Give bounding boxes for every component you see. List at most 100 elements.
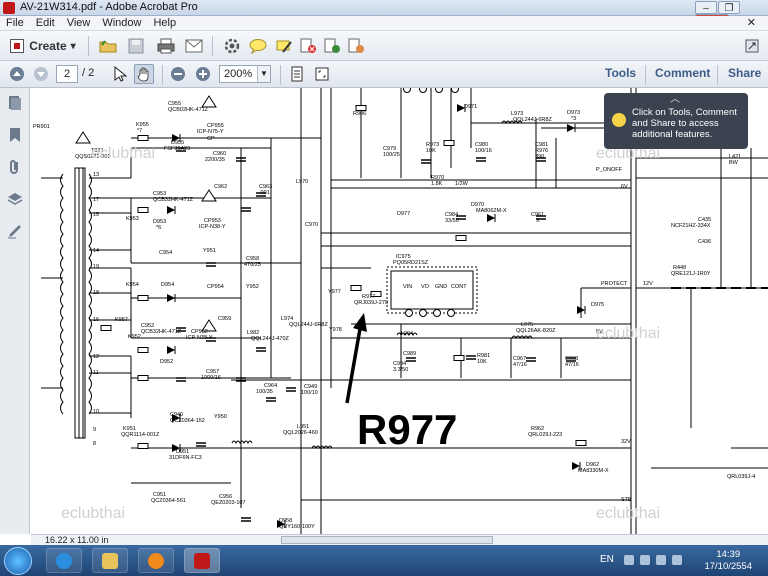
taskbar-media[interactable]: [138, 548, 174, 573]
schematic-label: C962: [214, 184, 227, 190]
inductor-symbol: [511, 335, 533, 340]
diode-symbol: [167, 346, 175, 354]
save-button[interactable]: [126, 36, 146, 56]
stamp-button[interactable]: [346, 36, 366, 56]
delete-button[interactable]: [298, 36, 318, 56]
menu-edit[interactable]: Edit: [35, 17, 55, 29]
previous-page-button[interactable]: [7, 64, 27, 84]
menu-view[interactable]: View: [66, 17, 91, 29]
diode-symbol: [167, 294, 175, 302]
print-button[interactable]: [156, 36, 176, 56]
schematic-label: D958: [279, 518, 292, 524]
schematic-label: C994: [393, 361, 406, 367]
help-icon[interactable]: [624, 555, 634, 565]
schematic-label: D973: [567, 110, 580, 116]
diode-symbol: [172, 444, 180, 452]
schematic-label: ICP-N75-Y: [197, 129, 224, 135]
schematic-label: K953: [126, 216, 139, 222]
cursor-arrow-icon: [114, 66, 127, 82]
zoom-out-button[interactable]: [168, 64, 188, 84]
full-screen-button[interactable]: [312, 64, 332, 84]
schematic-label: R906: [353, 111, 366, 117]
schematic-label: Y952: [246, 284, 259, 290]
expand-view-button[interactable]: [742, 36, 762, 56]
comment-pane-link[interactable]: Comment: [655, 66, 711, 80]
schematic-label: CP954: [207, 284, 224, 290]
volume-icon[interactable]: [672, 555, 682, 565]
schematic-label: R981: [477, 353, 490, 359]
document-stamp-icon: [348, 38, 364, 53]
language-indicator[interactable]: EN: [600, 554, 614, 565]
schematic-label: D952: [160, 359, 173, 365]
diode-symbol: [172, 414, 180, 422]
watermark: eclubthai: [91, 145, 155, 162]
schematic-label: D962: [586, 462, 599, 468]
menu-help[interactable]: Help: [153, 17, 177, 29]
taskbar-ie[interactable]: [46, 548, 82, 573]
chevron-up-icon[interactable]: ︿: [670, 94, 680, 105]
signatures-button[interactable]: [6, 222, 24, 240]
open-folder-button[interactable]: [98, 36, 118, 56]
schematic-label: X: [536, 218, 540, 224]
zoom-in-button[interactable]: [193, 64, 213, 84]
taskbar-explorer[interactable]: [92, 548, 128, 573]
bookmarks-button[interactable]: [6, 126, 24, 144]
schematic-label: C968: [565, 356, 578, 362]
tools-pane-link[interactable]: Tools: [605, 66, 637, 80]
schematic-label: Y977: [328, 289, 341, 295]
select-tool-button[interactable]: [110, 64, 130, 84]
schematic-label: R970: [431, 175, 444, 181]
schematic-label: C958: [246, 256, 259, 262]
schematic-label: C951: [153, 492, 166, 498]
comment-button[interactable]: [248, 36, 268, 56]
restore-button[interactable]: ❐: [718, 1, 740, 14]
schematic-label: *7: [137, 128, 142, 134]
pin-symbol: [451, 88, 459, 93]
menu-window[interactable]: Window: [102, 17, 142, 29]
navigation-toolbar: [0, 61, 768, 88]
schematic-label: K951: [123, 426, 136, 432]
tooltip-text: Click on Tools, Comment and Share to acc…: [632, 107, 737, 140]
next-page-button[interactable]: [31, 64, 51, 84]
toolbar-divider: [645, 65, 646, 85]
attachments-button[interactable]: [6, 158, 24, 176]
schematic-label: 47/16: [513, 362, 527, 368]
page-number-input[interactable]: 2: [56, 65, 78, 83]
document-delete-icon: [300, 38, 316, 53]
diode-symbol: [487, 214, 495, 222]
create-pdf-icon: [10, 39, 25, 53]
folder-icon: [99, 40, 117, 53]
schematic-label: L974: [281, 316, 293, 322]
internet-explorer-icon: [56, 552, 72, 569]
email-button[interactable]: [184, 36, 204, 56]
schematic-label: 100/25: [383, 152, 400, 158]
horizontal-scrollbar[interactable]: [281, 536, 493, 544]
attach-button[interactable]: [322, 36, 342, 56]
minimize-button[interactable]: –: [695, 1, 717, 14]
fit-page-button[interactable]: [287, 64, 307, 84]
clock[interactable]: 14:39 17/10/2554: [704, 549, 752, 573]
create-button[interactable]: Create ▾: [8, 36, 78, 56]
schematic-label: C981: [535, 142, 548, 148]
schematic-label: QQR1114-001Z: [121, 432, 160, 438]
resistor-symbol: [137, 347, 149, 353]
tools-tooltip[interactable]: ︿ Click on Tools, Comment and Share to a…: [604, 93, 748, 149]
schematic-label: L951: [297, 424, 309, 430]
close-document-button[interactable]: ✕: [746, 17, 756, 29]
taskbar-acrobat[interactable]: [184, 548, 220, 573]
highlight-button[interactable]: [274, 36, 294, 56]
flag-icon[interactable]: [640, 555, 650, 565]
layers-button[interactable]: [6, 190, 24, 208]
schematic-label: C979: [383, 146, 396, 152]
network-icon[interactable]: [656, 555, 666, 565]
schematic-label: 1000/16: [201, 375, 221, 381]
settings-button[interactable]: [222, 36, 242, 56]
zoom-level-select[interactable]: 200% ▼: [219, 65, 271, 83]
schematic-label: 14: [93, 248, 99, 254]
menu-file[interactable]: File: [6, 17, 24, 29]
start-button[interactable]: [4, 547, 32, 575]
share-pane-link[interactable]: Share: [728, 66, 762, 80]
page-thumbnails-button[interactable]: [6, 94, 24, 112]
hand-tool-button[interactable]: [134, 64, 154, 84]
